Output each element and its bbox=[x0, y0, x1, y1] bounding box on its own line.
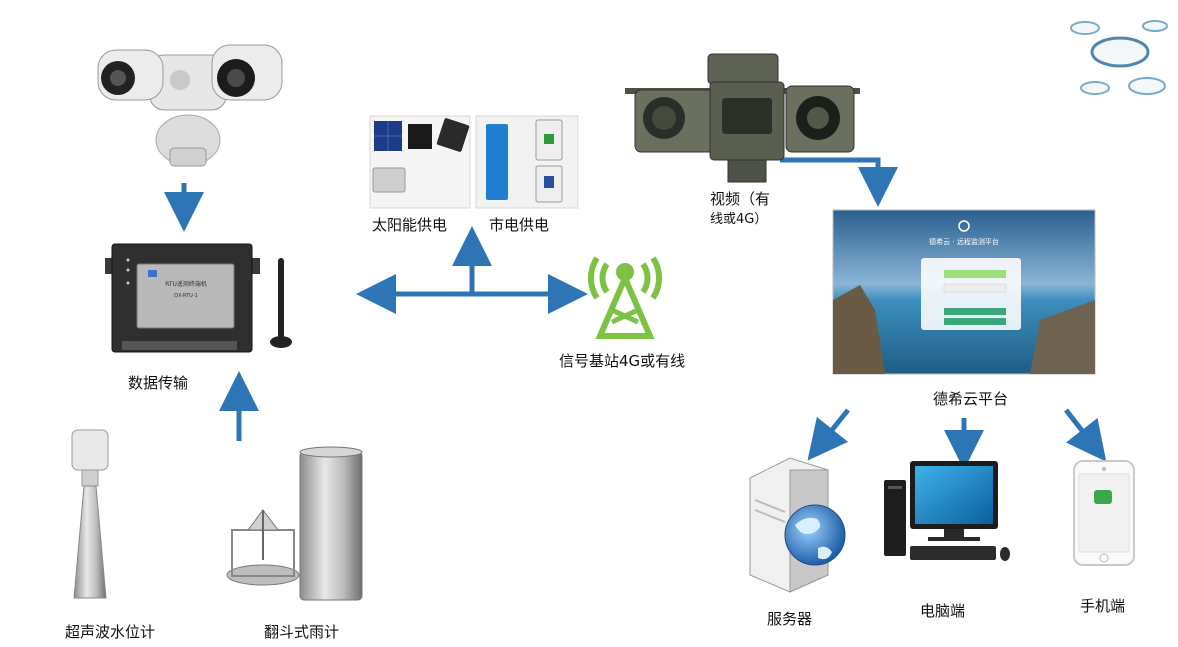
arrow-platform-to-mobile bbox=[1064, 408, 1107, 462]
label-pc: 电脑端 bbox=[920, 602, 966, 620]
label-rain-gauge: 翻斗式雨计 bbox=[264, 623, 340, 641]
rtu-model: DX-RTU-1 bbox=[174, 293, 198, 299]
label-video-line2: 线或4G） bbox=[710, 212, 768, 227]
arrows bbox=[164, 157, 1107, 470]
label-signal-station: 信号基站4G或有线 bbox=[559, 352, 686, 370]
rain-gauge-image bbox=[226, 446, 363, 601]
rtu-screen-title: RTU遥测终端机 bbox=[165, 280, 207, 288]
pc-icon bbox=[884, 461, 1010, 561]
rtu-terminal-image bbox=[105, 243, 292, 353]
label-mobile: 手机端 bbox=[1080, 597, 1126, 615]
ptz-camera-image bbox=[97, 44, 283, 167]
label-solar-power: 太阳能供电 bbox=[372, 216, 448, 234]
mobile-icon bbox=[1073, 460, 1135, 566]
label-video-line1: 视频（有 bbox=[710, 190, 771, 208]
arrow-video-to-platform bbox=[780, 157, 898, 207]
mains-power-image bbox=[475, 115, 579, 209]
label-data-transmission: 数据传输 bbox=[128, 374, 189, 392]
platform-login-title: 德希云 · 远程监测平台 bbox=[929, 237, 999, 246]
ultrasonic-level-meter-image bbox=[71, 429, 109, 599]
label-ultrasonic-level: 超声波水位计 bbox=[65, 623, 156, 641]
signal-tower-icon bbox=[588, 256, 662, 339]
cloud-platform-screenshot bbox=[832, 209, 1096, 375]
cloud-icons bbox=[1070, 20, 1168, 95]
server-icon bbox=[749, 457, 846, 593]
label-server: 服务器 bbox=[767, 610, 813, 628]
arrow-platform-to-server bbox=[807, 408, 850, 461]
thermal-camera-image bbox=[625, 53, 860, 183]
label-mains-power: 市电供电 bbox=[489, 216, 550, 234]
label-cloud-platform: 德希云平台 bbox=[933, 390, 1009, 408]
solar-power-image bbox=[369, 115, 471, 209]
